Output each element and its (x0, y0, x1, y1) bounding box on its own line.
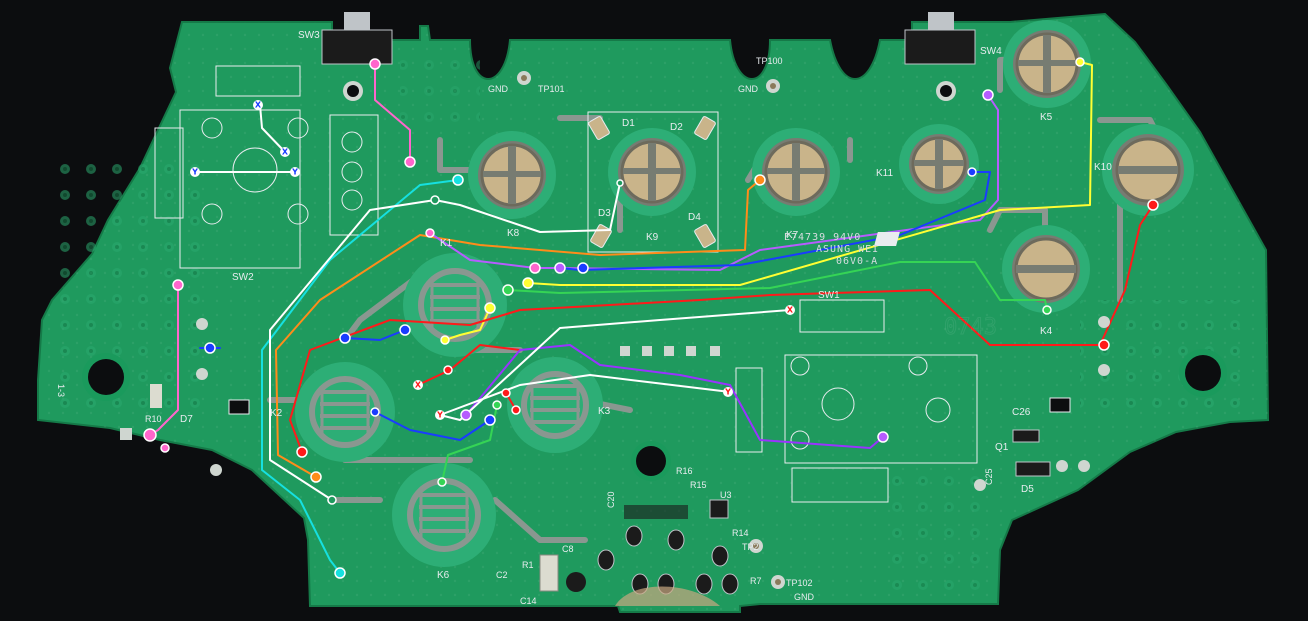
label-r10: R10 (145, 414, 162, 424)
label-k10: K10 (1094, 162, 1112, 173)
label-c2: C2 (496, 570, 508, 580)
marker-y-4: Y (723, 387, 733, 397)
label-c20: C20 (606, 491, 616, 508)
svg-text:X: X (282, 148, 289, 157)
label-k11: K11 (876, 168, 893, 179)
label-k5: K5 (1040, 112, 1053, 123)
label-r15: R15 (690, 480, 707, 490)
k7-pad (752, 128, 840, 216)
marker-y-2: Y (290, 167, 300, 177)
label-c26: C26 (1012, 407, 1031, 418)
label-k6: K6 (437, 570, 450, 581)
marker-x-2: X (280, 147, 290, 157)
via-field-top (400, 60, 480, 130)
shoulder-switches (321, 12, 976, 65)
label-gnd-bottom: GND (794, 592, 815, 602)
svg-text:Y: Y (291, 168, 298, 177)
label-tp100: TP100 (756, 56, 783, 66)
label-marking-1: E74739 94V0 (784, 232, 861, 243)
label-c14: C14 (520, 596, 537, 606)
label-sw2: SW2 (232, 272, 254, 283)
label-r14: R14 (732, 528, 749, 538)
svg-text:X: X (255, 101, 262, 110)
svg-text:X: X (415, 381, 422, 390)
label-d4: D4 (688, 212, 701, 223)
label-sw3: SW3 (298, 30, 320, 41)
label-r7: R7 (750, 576, 762, 586)
label-ghost-code: 0743 (944, 315, 997, 340)
k9-pad (608, 128, 696, 216)
label-sw4: SW4 (980, 46, 1002, 57)
k8-pad (468, 131, 556, 219)
label-k3: K3 (598, 406, 611, 417)
trace-cyan (261, 179, 459, 574)
svg-text:Y: Y (436, 411, 443, 420)
label-r16: R16 (676, 466, 693, 476)
label-k4: K4 (1040, 326, 1053, 337)
mounting-holes (82, 81, 1227, 481)
marker-y-1: Y (190, 167, 200, 177)
silkscreen-labels: SW3 SW4 SW2 SW1 GND TP101 TP100 GND D1 D… (56, 30, 1112, 606)
marker-x-3: X (785, 305, 795, 315)
via-field-bottom-right (880, 460, 990, 590)
marker-x-4: X (413, 380, 423, 390)
label-marking-3: 06V0-A (836, 256, 878, 267)
label-k8: K8 (507, 228, 520, 239)
label-c25: C25 (984, 468, 994, 485)
label-k9: K9 (646, 232, 659, 243)
label-tp2: TP2 (742, 542, 759, 552)
k5-pad (1003, 20, 1091, 108)
k11-pad (899, 124, 979, 204)
k3-pad (507, 357, 603, 453)
label-d5: D5 (1021, 484, 1034, 495)
label-d3: D3 (598, 208, 611, 219)
trace-white (269, 182, 621, 501)
marker-y-3: Y (435, 410, 445, 420)
label-k1: K1 (440, 238, 453, 249)
led-footprints (587, 111, 719, 253)
k4-pad (1002, 225, 1090, 313)
trace-violet (429, 94, 999, 271)
test-points (120, 71, 1110, 589)
label-k2: K2 (270, 408, 283, 419)
label-c8: C8 (562, 544, 574, 554)
label-r1: R1 (522, 560, 534, 570)
label-d1: D1 (622, 118, 635, 129)
sw2-footprint (154, 65, 379, 269)
k10-pad (1102, 124, 1194, 216)
trace-yellow (444, 61, 1093, 341)
label-tp102: TP102 (786, 578, 813, 588)
label-gnd-left: GND (488, 84, 509, 94)
svg-text:Y: Y (191, 168, 198, 177)
marker-x-1: X (253, 100, 263, 110)
label-side-mark: 1-3 (56, 384, 66, 397)
trace-white-2 (194, 104, 791, 421)
label-tp101: TP101 (538, 84, 565, 94)
xy-markers: X X Y Y X X Y Y (190, 100, 795, 420)
label-d7: D7 (180, 414, 193, 425)
label-u3: U3 (720, 490, 732, 500)
carbon-pads (295, 20, 1194, 567)
label-gnd-right: GND (738, 84, 759, 94)
k2-pad (295, 362, 395, 462)
trace-orange (275, 179, 761, 478)
label-sw1: SW1 (818, 290, 840, 301)
svg-text:X: X (787, 306, 794, 315)
label-marking-2: ASUNG WEI (816, 244, 879, 255)
smd-components (150, 232, 1051, 606)
label-k7: K7 (786, 230, 799, 241)
trace-end-dots (143, 57, 1159, 579)
label-d2: D2 (670, 122, 683, 133)
sw1-footprint (735, 299, 978, 503)
svg-text:Y: Y (724, 388, 731, 397)
label-q1: Q1 (995, 442, 1009, 453)
